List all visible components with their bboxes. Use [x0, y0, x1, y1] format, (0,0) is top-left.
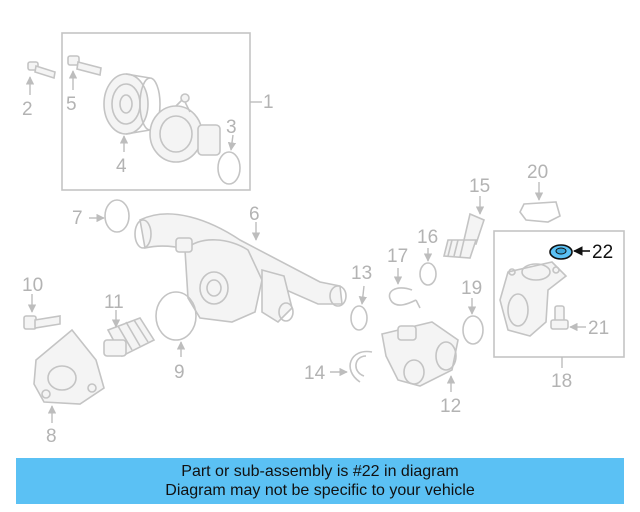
callout-20: 20 [527, 162, 548, 183]
bolt-part-21 [550, 305, 569, 330]
water-pump-body [149, 93, 221, 163]
clip-part-17 [388, 287, 421, 309]
callout-6: 6 [249, 204, 260, 225]
oring-part-19 [462, 315, 484, 345]
callout-19: 19 [461, 278, 482, 299]
pulley-part-4 [103, 73, 161, 135]
sensor-part-15 [442, 212, 485, 259]
callout-15: 15 [469, 176, 490, 197]
thermostat-part-11 [103, 317, 156, 358]
callout-1: 1 [263, 92, 274, 113]
callout-18: 18 [551, 371, 572, 392]
callout-21: 21 [588, 318, 609, 339]
thermostat-cover-part-8 [33, 328, 105, 405]
callout-11: 11 [104, 292, 124, 313]
callout-16: 16 [417, 227, 438, 248]
bolt-part-10 [23, 315, 61, 330]
callout-4: 4 [116, 156, 127, 177]
callout-17: 17 [387, 246, 408, 267]
callout-8: 8 [46, 426, 57, 447]
oring-part-16 [419, 262, 437, 286]
oring-part-7 [104, 199, 130, 233]
assembly-box-1 [61, 32, 251, 191]
outlet-part-12 [381, 321, 459, 387]
callout-14: 14 [304, 363, 326, 384]
seal-part-22[interactable] [549, 244, 573, 260]
oring-part-9 [155, 291, 197, 341]
coolant-housing-part-6 [134, 213, 347, 324]
oring-part-3 [217, 151, 241, 185]
assembly-box-18 [493, 230, 625, 358]
callout-10: 10 [22, 275, 43, 296]
banner-line-2: Diagram may not be specific to your vehi… [165, 482, 475, 499]
callout-3: 3 [226, 117, 237, 138]
banner-line-1: Part or sub-assembly is #22 in diagram [181, 463, 459, 480]
callout-13: 13 [351, 263, 372, 284]
bolt-part-5 [67, 55, 102, 77]
clip-part-14 [349, 350, 373, 383]
gasket-part-20 [519, 201, 561, 223]
callout-9: 9 [174, 362, 185, 383]
callout-2: 2 [22, 99, 33, 120]
oring-part-13 [350, 305, 368, 331]
flange-housing [499, 261, 568, 337]
bolt-part-2 [27, 61, 56, 80]
callout-12: 12 [440, 396, 461, 417]
info-banner: Part or sub-assembly is #22 in diagram D… [16, 458, 624, 504]
callout-5: 5 [66, 94, 77, 115]
callout-7: 7 [72, 208, 83, 229]
callout-22[interactable]: 22 [592, 242, 613, 263]
